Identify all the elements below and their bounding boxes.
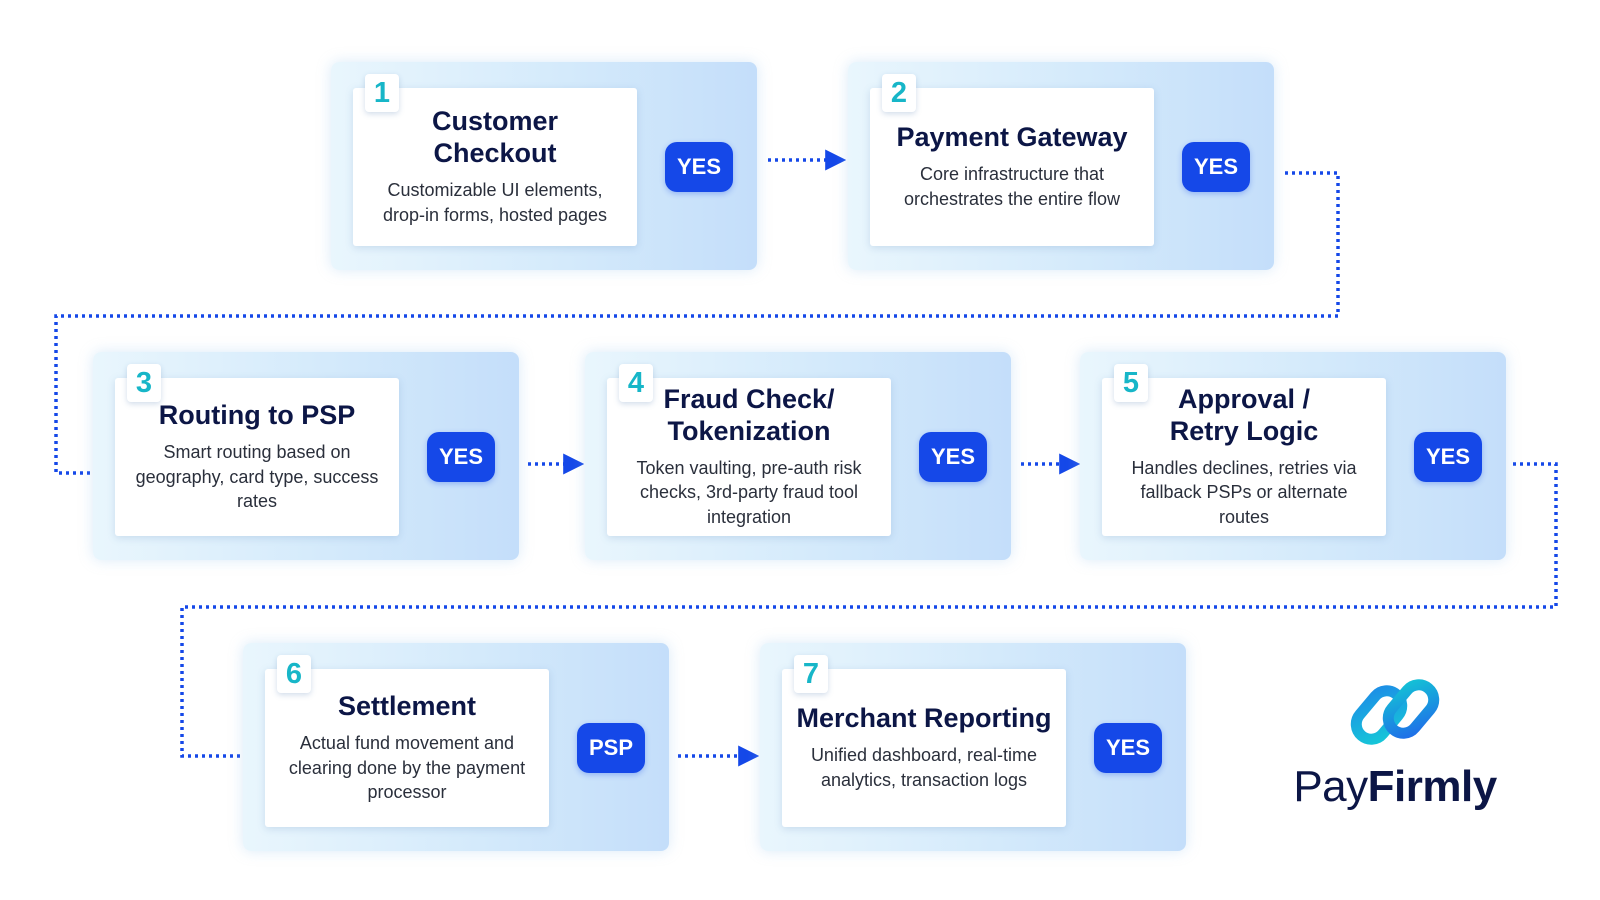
step-title: Merchant Reporting <box>796 703 1052 734</box>
brand-name-light: Pay <box>1293 762 1368 811</box>
step-description: Smart routing based on geography, card t… <box>135 441 379 512</box>
step-1-card: 1 Customer Checkout Customizable UI elem… <box>353 74 637 246</box>
step-title: Payment Gateway <box>896 122 1128 153</box>
step-4-panel: 4 Fraud Check/ Tokenization Token vaulti… <box>585 352 1011 560</box>
status-badge: YES <box>1414 432 1482 482</box>
step-3-card: 3 Routing to PSP Smart routing based on … <box>115 364 399 536</box>
step-6-panel: 6 Settlement Actual fund movement and cl… <box>243 643 669 851</box>
step-7-panel: 7 Merchant Reporting Unified dashboard, … <box>760 643 1186 851</box>
step-number: 5 <box>1114 364 1148 402</box>
status-badge: YES <box>1094 723 1162 773</box>
status-badge: YES <box>1182 142 1250 192</box>
step-number: 1 <box>365 74 399 112</box>
step-2-card: 2 Payment Gateway Core infrastructure th… <box>870 74 1154 246</box>
step-1-panel: 1 Customer Checkout Customizable UI elem… <box>331 62 757 270</box>
step-3-panel: 3 Routing to PSP Smart routing based on … <box>93 352 519 560</box>
brand-name-bold: Firmly <box>1367 762 1498 811</box>
status-badge: YES <box>427 432 495 482</box>
step-6-card: 6 Settlement Actual fund movement and cl… <box>265 655 549 827</box>
step-title: Routing to PSP <box>158 399 356 430</box>
connector-5-to-6 <box>180 462 1558 758</box>
step-5-card: 5 Approval / Retry Logic Handles decline… <box>1102 364 1386 536</box>
status-badge: YES <box>665 142 733 192</box>
chain-link-logo-icon <box>1350 679 1440 745</box>
step-number: 3 <box>127 364 161 402</box>
step-number: 2 <box>882 74 916 112</box>
step-title: Approval / Retry Logic <box>1169 383 1319 446</box>
brand-name: PayFirmly <box>1290 762 1500 812</box>
brand-logo: PayFirmly <box>1290 670 1510 830</box>
step-title: Customer Checkout <box>431 106 559 169</box>
step-description: Core infrastructure that orchestrates th… <box>903 164 1121 209</box>
step-description: Actual fund movement and clearing done b… <box>288 732 526 803</box>
status-badge: YES <box>919 432 987 482</box>
step-4-card: 4 Fraud Check/ Tokenization Token vaulti… <box>607 364 891 536</box>
step-description: Handles declines, retries via fallback P… <box>1131 457 1357 528</box>
step-description: Token vaulting, pre-auth risk checks, 3r… <box>636 457 862 528</box>
step-title: Settlement <box>337 690 477 721</box>
step-number: 6 <box>277 655 311 693</box>
step-number: 4 <box>619 364 653 402</box>
step-description: Unified dashboard, real-time analytics, … <box>810 745 1038 790</box>
connector-2-to-3 <box>54 171 1340 475</box>
status-badge: PSP <box>577 723 645 773</box>
step-number: 7 <box>794 655 828 693</box>
step-2-panel: 2 Payment Gateway Core infrastructure th… <box>848 62 1274 270</box>
step-7-card: 7 Merchant Reporting Unified dashboard, … <box>782 655 1066 827</box>
step-5-panel: 5 Approval / Retry Logic Handles decline… <box>1080 352 1506 560</box>
step-description: Customizable UI elements, drop-in forms,… <box>382 180 608 225</box>
step-title: Fraud Check/ Tokenization <box>663 383 835 446</box>
